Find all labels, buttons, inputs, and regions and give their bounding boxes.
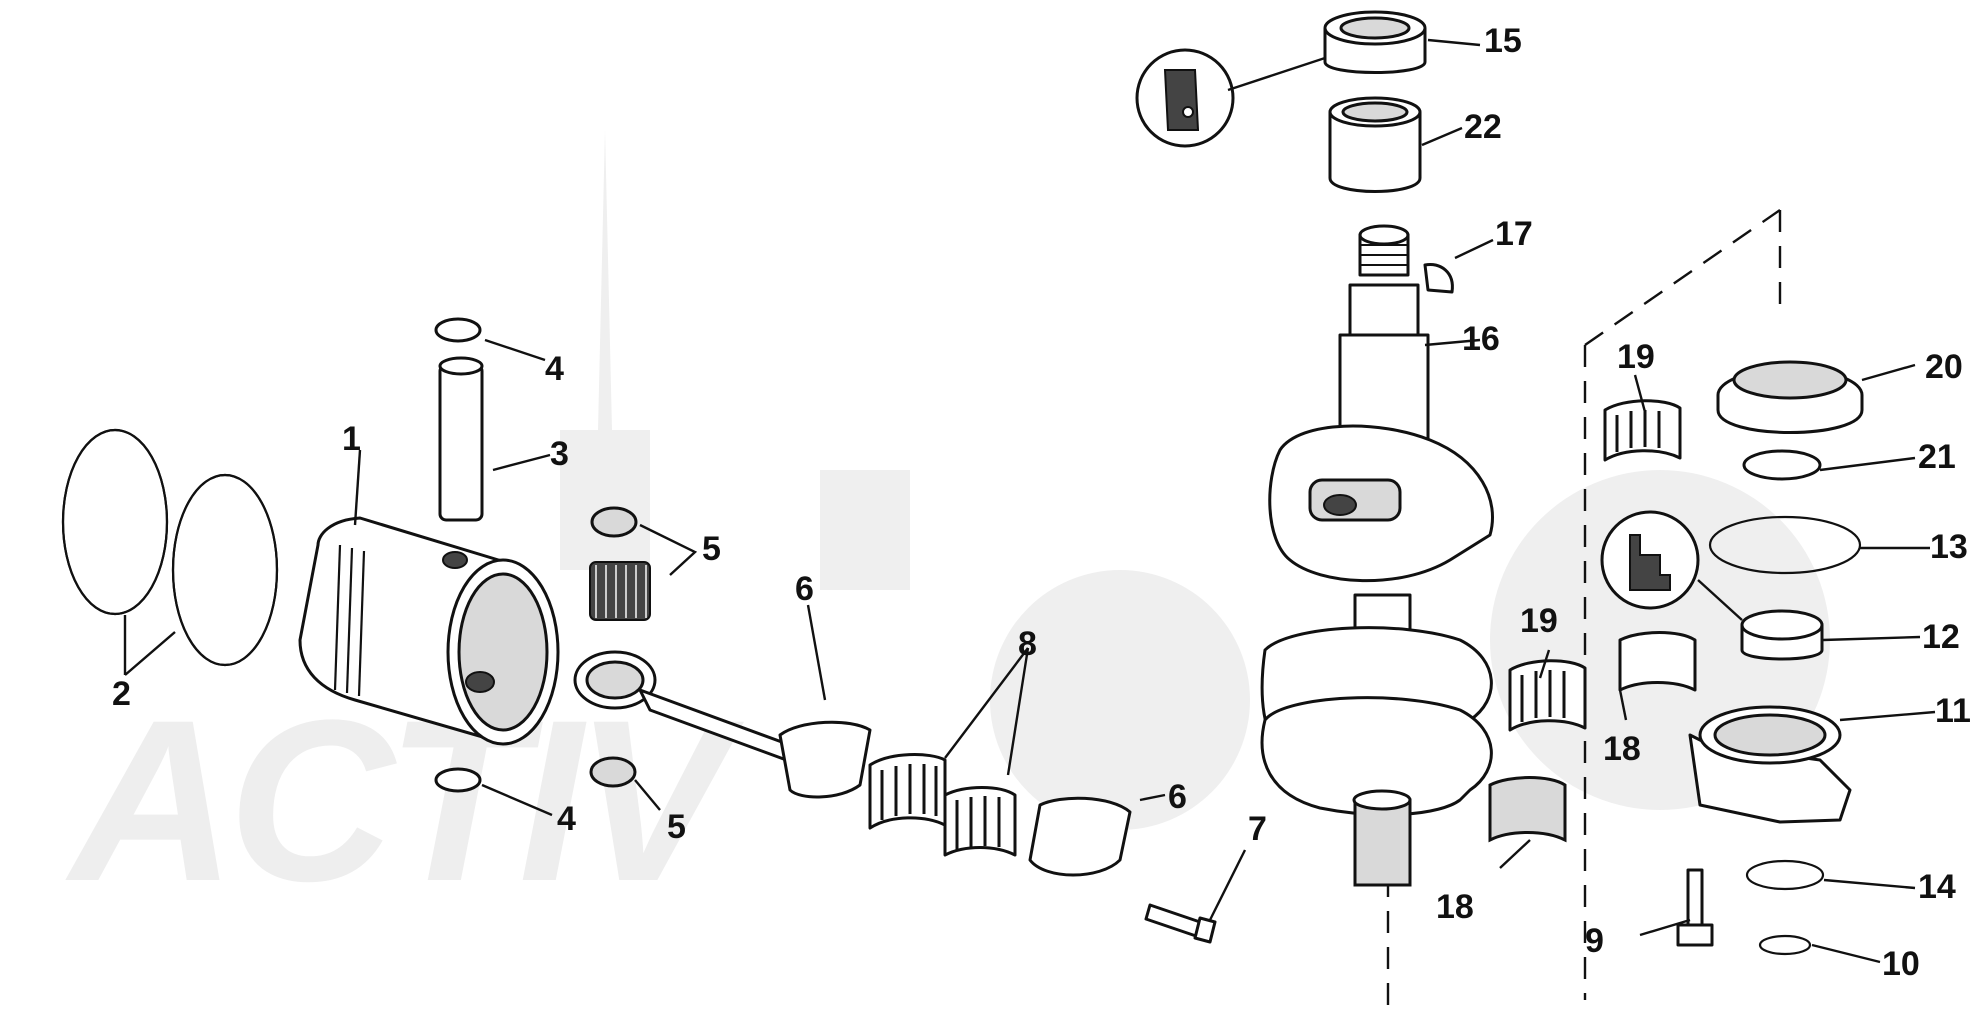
bearing-housing — [1688, 705, 1852, 824]
callout-15: 15 — [1484, 22, 1522, 60]
upper-needle-bearing — [1328, 96, 1422, 193]
ball-bearing — [1716, 360, 1864, 434]
bearing-detail-inset — [1600, 510, 1700, 610]
wrist-pin — [438, 356, 484, 522]
crankshaft — [1260, 224, 1494, 887]
o-ring-13 — [1708, 515, 1862, 575]
callout-2: 2 — [112, 675, 131, 713]
callout-11: 11 — [1935, 692, 1971, 730]
housing-screw — [1676, 868, 1714, 947]
callout-3: 3 — [550, 435, 569, 473]
seal-detail-inset — [1135, 48, 1235, 148]
leader-lines — [123, 38, 1936, 964]
upper-seal — [1323, 10, 1427, 74]
callout-6-rod: 6 — [795, 570, 814, 608]
callout-4-top: 4 — [545, 350, 564, 388]
callout-9: 9 — [1585, 922, 1604, 960]
rod-bolt — [1144, 903, 1217, 944]
callout-18-left: 18 — [1603, 730, 1641, 768]
callout-10: 10 — [1882, 945, 1920, 983]
callout-8: 8 — [1018, 625, 1037, 663]
o-ring-14 — [1745, 859, 1825, 891]
callout-19-top: 19 — [1617, 338, 1655, 376]
rod-bearing-cages — [868, 753, 1017, 857]
callout-13: 13 — [1930, 528, 1968, 566]
callout-22: 22 — [1464, 108, 1502, 146]
callout-5-bottom: 5 — [667, 808, 686, 846]
callout-12: 12 — [1922, 618, 1960, 656]
callout-labels: 1 2 3 4 4 5 5 6 6 7 8 9 10 11 12 13 14 1… — [112, 22, 1971, 983]
main-bearing-cages — [1508, 399, 1682, 732]
callout-6-cap: 6 — [1168, 778, 1187, 816]
connecting-rod — [573, 650, 1132, 877]
callout-7: 7 — [1248, 810, 1267, 848]
callout-5-top: 5 — [702, 530, 721, 568]
callout-18-bottom: 18 — [1436, 888, 1474, 926]
callout-16: 16 — [1462, 320, 1500, 358]
callout-4-bottom: 4 — [557, 800, 576, 838]
callout-21: 21 — [1918, 438, 1956, 476]
piston-rings — [61, 428, 279, 667]
needle-bearing-set — [589, 506, 651, 788]
bearing-races — [1488, 631, 1697, 843]
pin-retainers — [434, 317, 482, 793]
snap-ring — [1742, 449, 1822, 481]
lower-seal — [1740, 609, 1824, 661]
callout-19-middle: 19 — [1520, 602, 1558, 640]
callout-1: 1 — [342, 420, 361, 458]
washer-10 — [1758, 934, 1812, 956]
woodruff-key — [1423, 262, 1454, 294]
piston — [298, 516, 560, 746]
callout-14: 14 — [1918, 868, 1956, 906]
callout-20: 20 — [1925, 348, 1963, 386]
callout-17: 17 — [1495, 215, 1533, 253]
